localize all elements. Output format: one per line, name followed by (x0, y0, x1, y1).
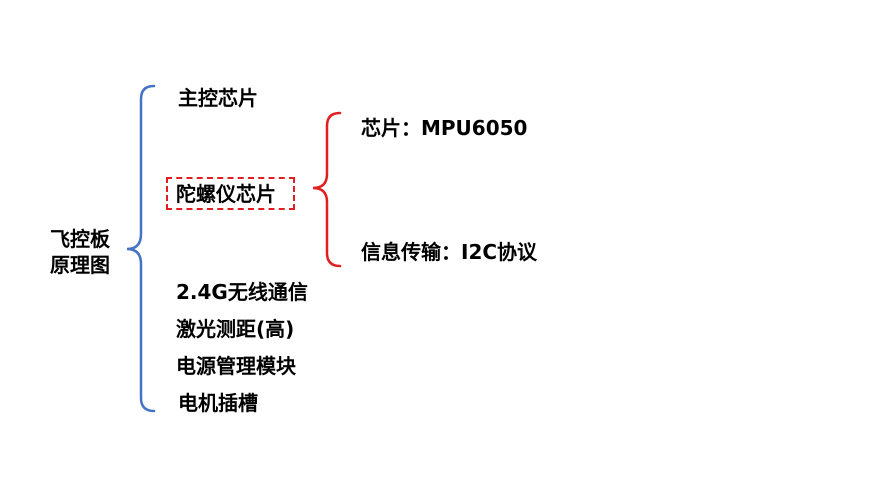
gyro-detail-protocol: 信息传输：I2C协议 (361, 240, 538, 264)
branch-motor-slots: 电机插槽 (178, 391, 258, 415)
gyro-detail-chip: 芯片：MPU6050 (361, 116, 528, 140)
root-node: 飞控板 原理图 (44, 226, 116, 278)
branch-wireless: 2.4G无线通信 (176, 280, 308, 304)
branch-laser-ranging: 激光测距(高) (176, 317, 295, 341)
gyro-highlight-box (166, 177, 295, 210)
branch-power-management: 电源管理模块 (176, 354, 296, 378)
branch-gyro-chip: 陀螺仪芯片 (176, 182, 276, 206)
branch-main-chip: 主控芯片 (178, 86, 258, 110)
root-title-line1: 飞控板 (50, 227, 110, 251)
gyro-bracket (312, 111, 342, 268)
main-bracket (126, 84, 156, 413)
root-title-line2: 原理图 (50, 253, 110, 277)
